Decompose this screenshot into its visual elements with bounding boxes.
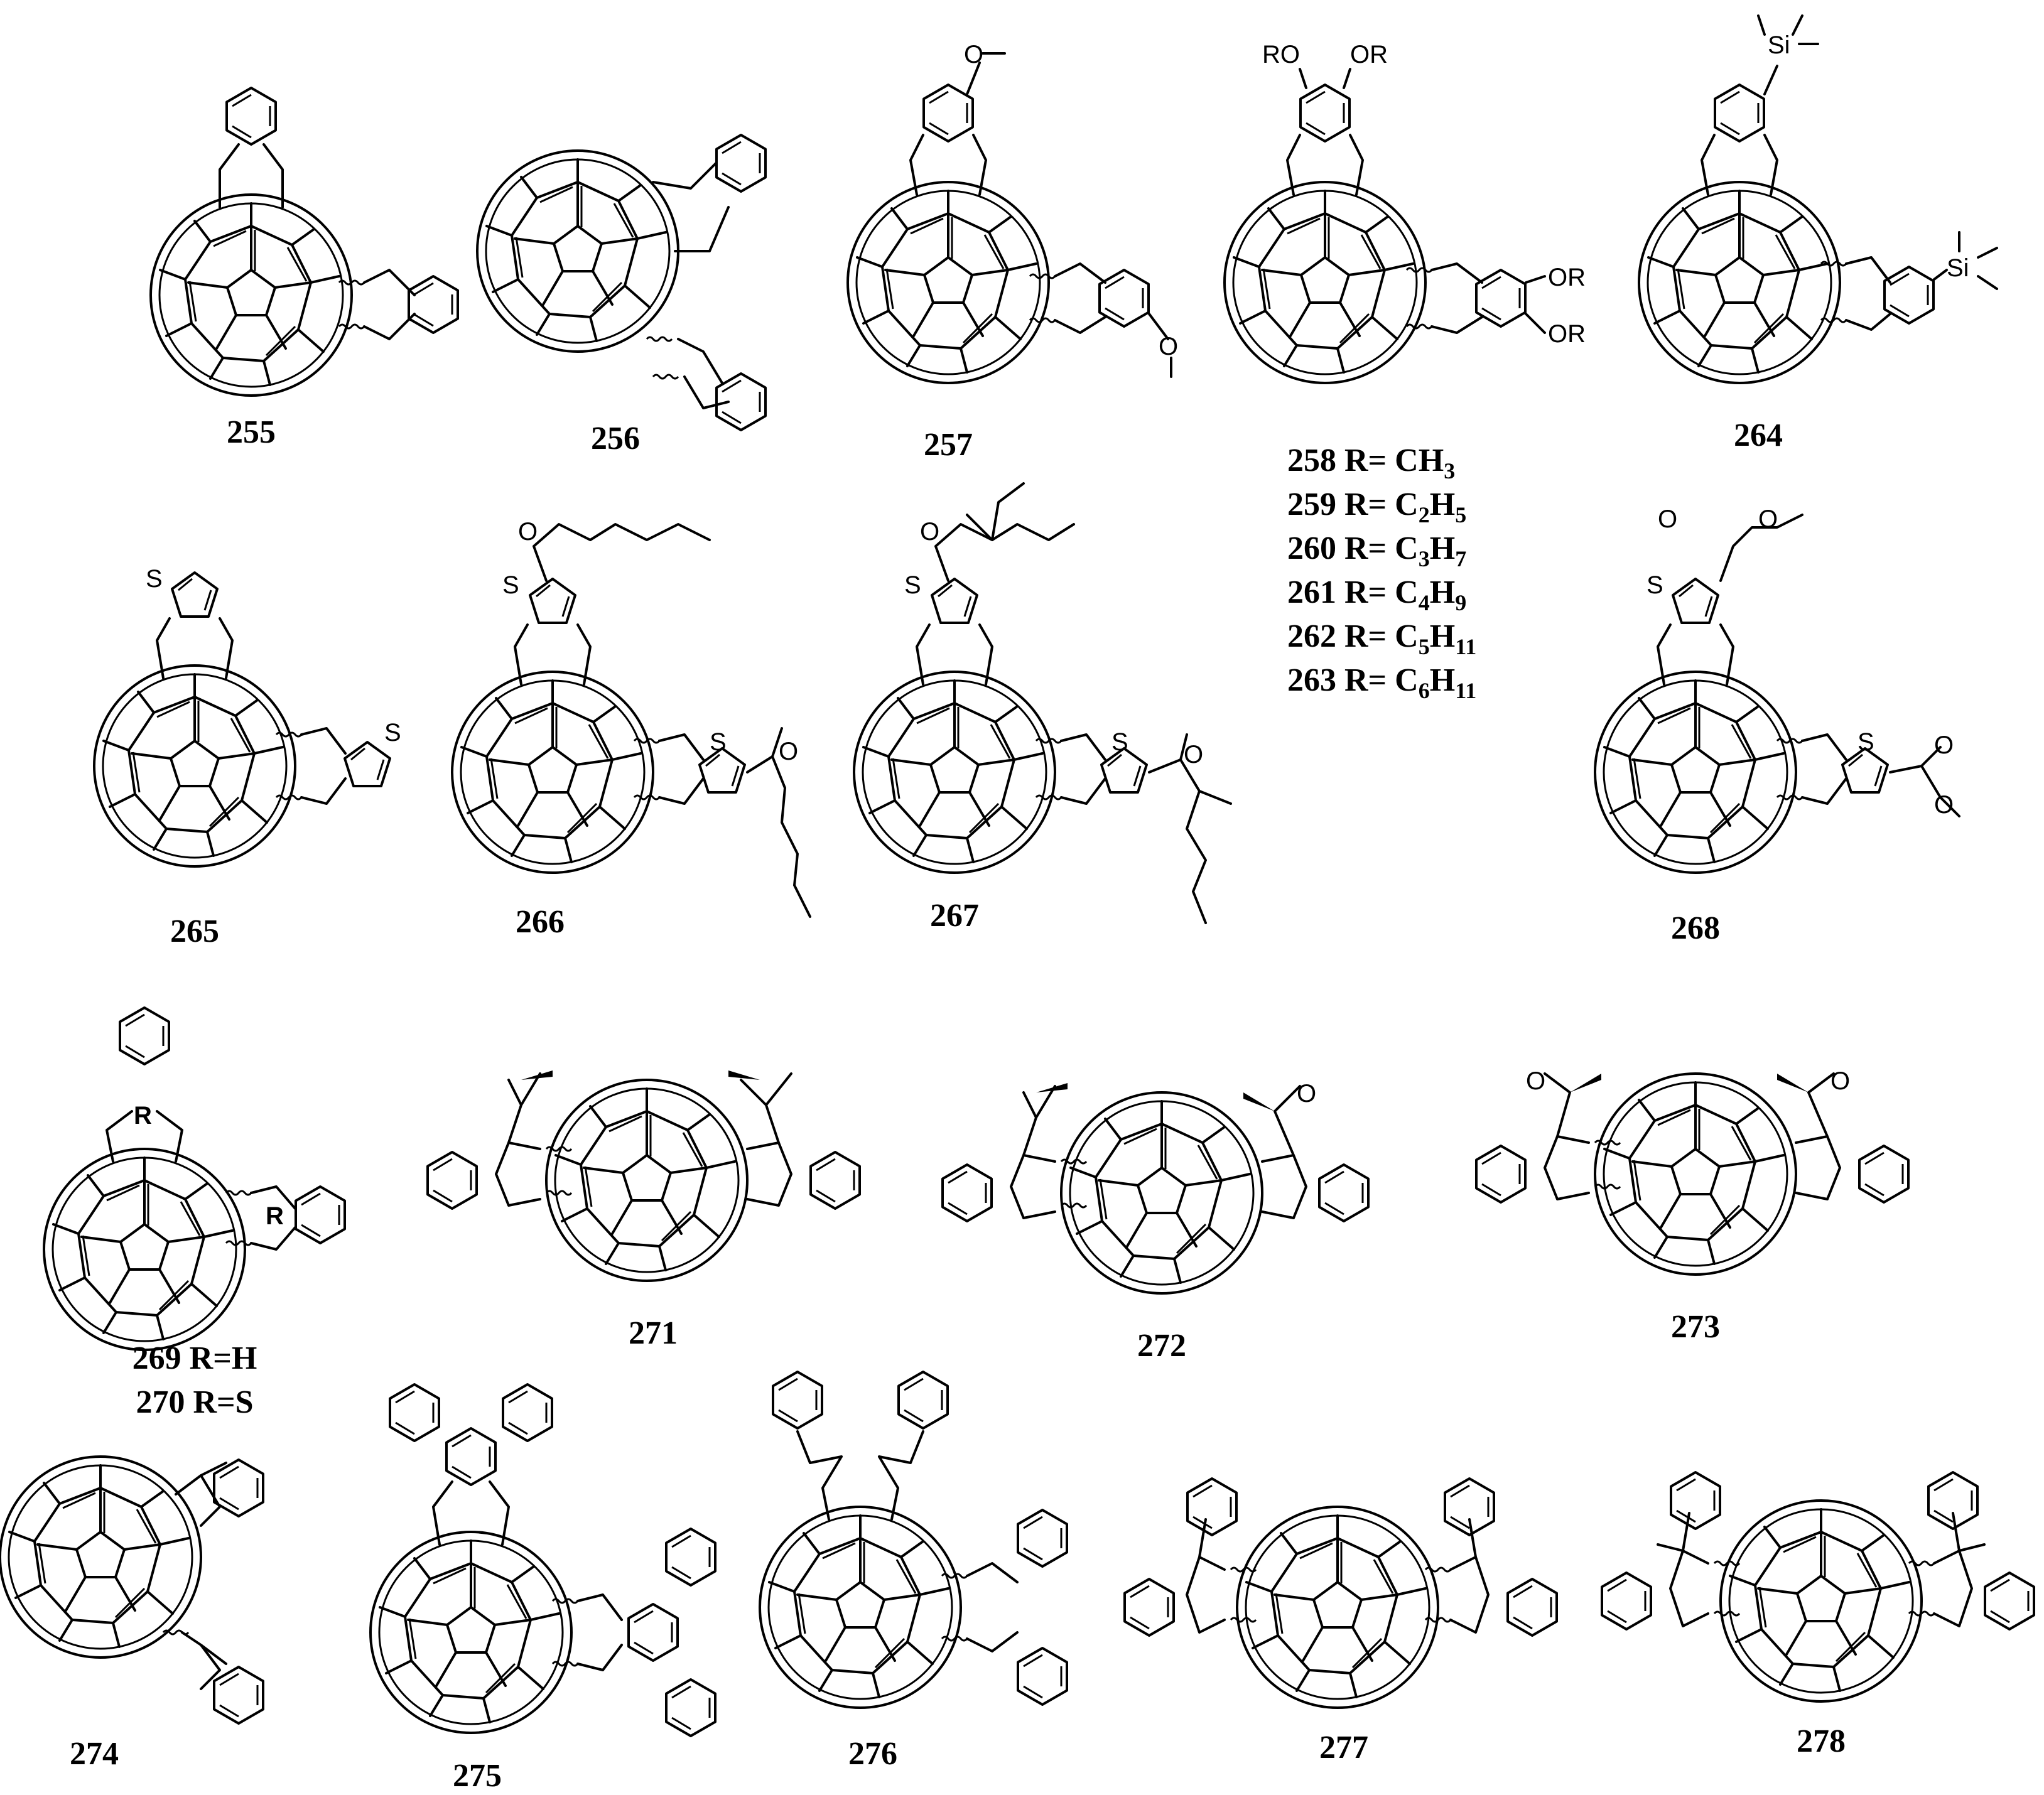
atom-o-267a: O	[920, 518, 939, 546]
atom-si-264a: Si	[1768, 31, 1790, 59]
label-268: 268	[1671, 910, 1720, 946]
atom-si-264b: Si	[1947, 254, 1969, 282]
atom-o-267b: O	[1184, 741, 1203, 768]
label-265: 265	[170, 914, 219, 949]
atom-o-257b: O	[1159, 333, 1178, 360]
label-274: 274	[70, 1736, 119, 1772]
label-270: 270 R=S	[136, 1384, 253, 1420]
atom-s-266a: S	[502, 571, 519, 599]
compound-276: 276	[759, 1371, 1068, 1772]
label-256: 256	[591, 421, 640, 456]
compound-271: 271	[426, 1070, 861, 1351]
label-269: 269 R=H	[132, 1340, 257, 1376]
atom-r-top: R	[134, 1102, 152, 1129]
label-257: 257	[924, 427, 973, 463]
atom-r-side: R	[266, 1202, 284, 1230]
label-271: 271	[629, 1315, 678, 1351]
compound-274: 274	[0, 1455, 264, 1772]
atom-o-268b: O	[1758, 505, 1778, 533]
series-label-263: 263 R= C6H11	[1287, 662, 1476, 703]
series-label-259: 259 R= C2H5	[1287, 487, 1466, 527]
atom-s-268a: S	[1647, 571, 1663, 599]
atom-o-268a: O	[1658, 505, 1677, 533]
label-273: 273	[1671, 1309, 1720, 1345]
atom-s-267b: S	[1111, 728, 1128, 756]
atom-o-266a: O	[518, 518, 538, 546]
label-255: 255	[227, 414, 276, 450]
atom-o-257a: O	[964, 41, 983, 68]
label-277: 277	[1319, 1730, 1368, 1765]
label-278: 278	[1797, 1723, 1846, 1759]
atom-s-265b: S	[384, 719, 401, 747]
label-267: 267	[930, 898, 979, 934]
series-label-261: 261 R= C4H9	[1287, 574, 1466, 615]
atom-o-272: O	[1297, 1080, 1316, 1108]
atom-o-266b: O	[779, 738, 798, 765]
compound-265: S S 265	[93, 565, 401, 949]
atom-or-2: OR	[1548, 320, 1586, 348]
label-266: 266	[516, 904, 565, 940]
compound-256: 256	[476, 134, 767, 456]
compound-275: 275	[369, 1383, 716, 1794]
compound-277: 277	[1123, 1477, 1558, 1765]
atom-o-273a: O	[1526, 1067, 1545, 1095]
atom-s-266b: S	[710, 728, 727, 756]
atom-or-1: OR	[1548, 264, 1586, 291]
label-276: 276	[848, 1736, 897, 1772]
compound-278: 278	[1601, 1471, 2035, 1759]
series-label-260: 260 R= C3H7	[1287, 531, 1466, 571]
compound-257: O O 257	[846, 41, 1178, 463]
compound-268: S O O S O O 268	[1594, 505, 1960, 946]
label-264: 264	[1734, 418, 1783, 453]
atom-or-top: OR	[1350, 41, 1388, 68]
compound-258-263: RO OR OR OR	[1223, 41, 1586, 384]
atom-o-273b: O	[1830, 1067, 1850, 1095]
compound-267: S O S O 267	[853, 482, 1232, 934]
label-275: 275	[453, 1758, 502, 1794]
compound-266: S O S O 266	[451, 518, 811, 940]
atom-o-268d: O	[1934, 791, 1954, 819]
atom-s-267a: S	[904, 571, 921, 599]
compound-264: Si Si 264	[1638, 14, 1998, 453]
compound-269-270: R R 269 R=H 270 R=S	[43, 1006, 346, 1420]
atom-s-268b: S	[1857, 728, 1874, 756]
label-272: 272	[1137, 1328, 1186, 1364]
compound-255: 255	[149, 87, 459, 450]
atom-s-265a: S	[146, 565, 163, 593]
compound-272: O 272	[941, 1080, 1370, 1364]
series-label-258: 258 R= CH3	[1287, 443, 1455, 483]
series-label-262: 262 R= C5H11	[1287, 618, 1476, 659]
compound-273: O O 273	[1475, 1067, 1910, 1345]
atom-o-268c: O	[1934, 731, 1954, 759]
atom-ro: RO	[1262, 41, 1300, 68]
